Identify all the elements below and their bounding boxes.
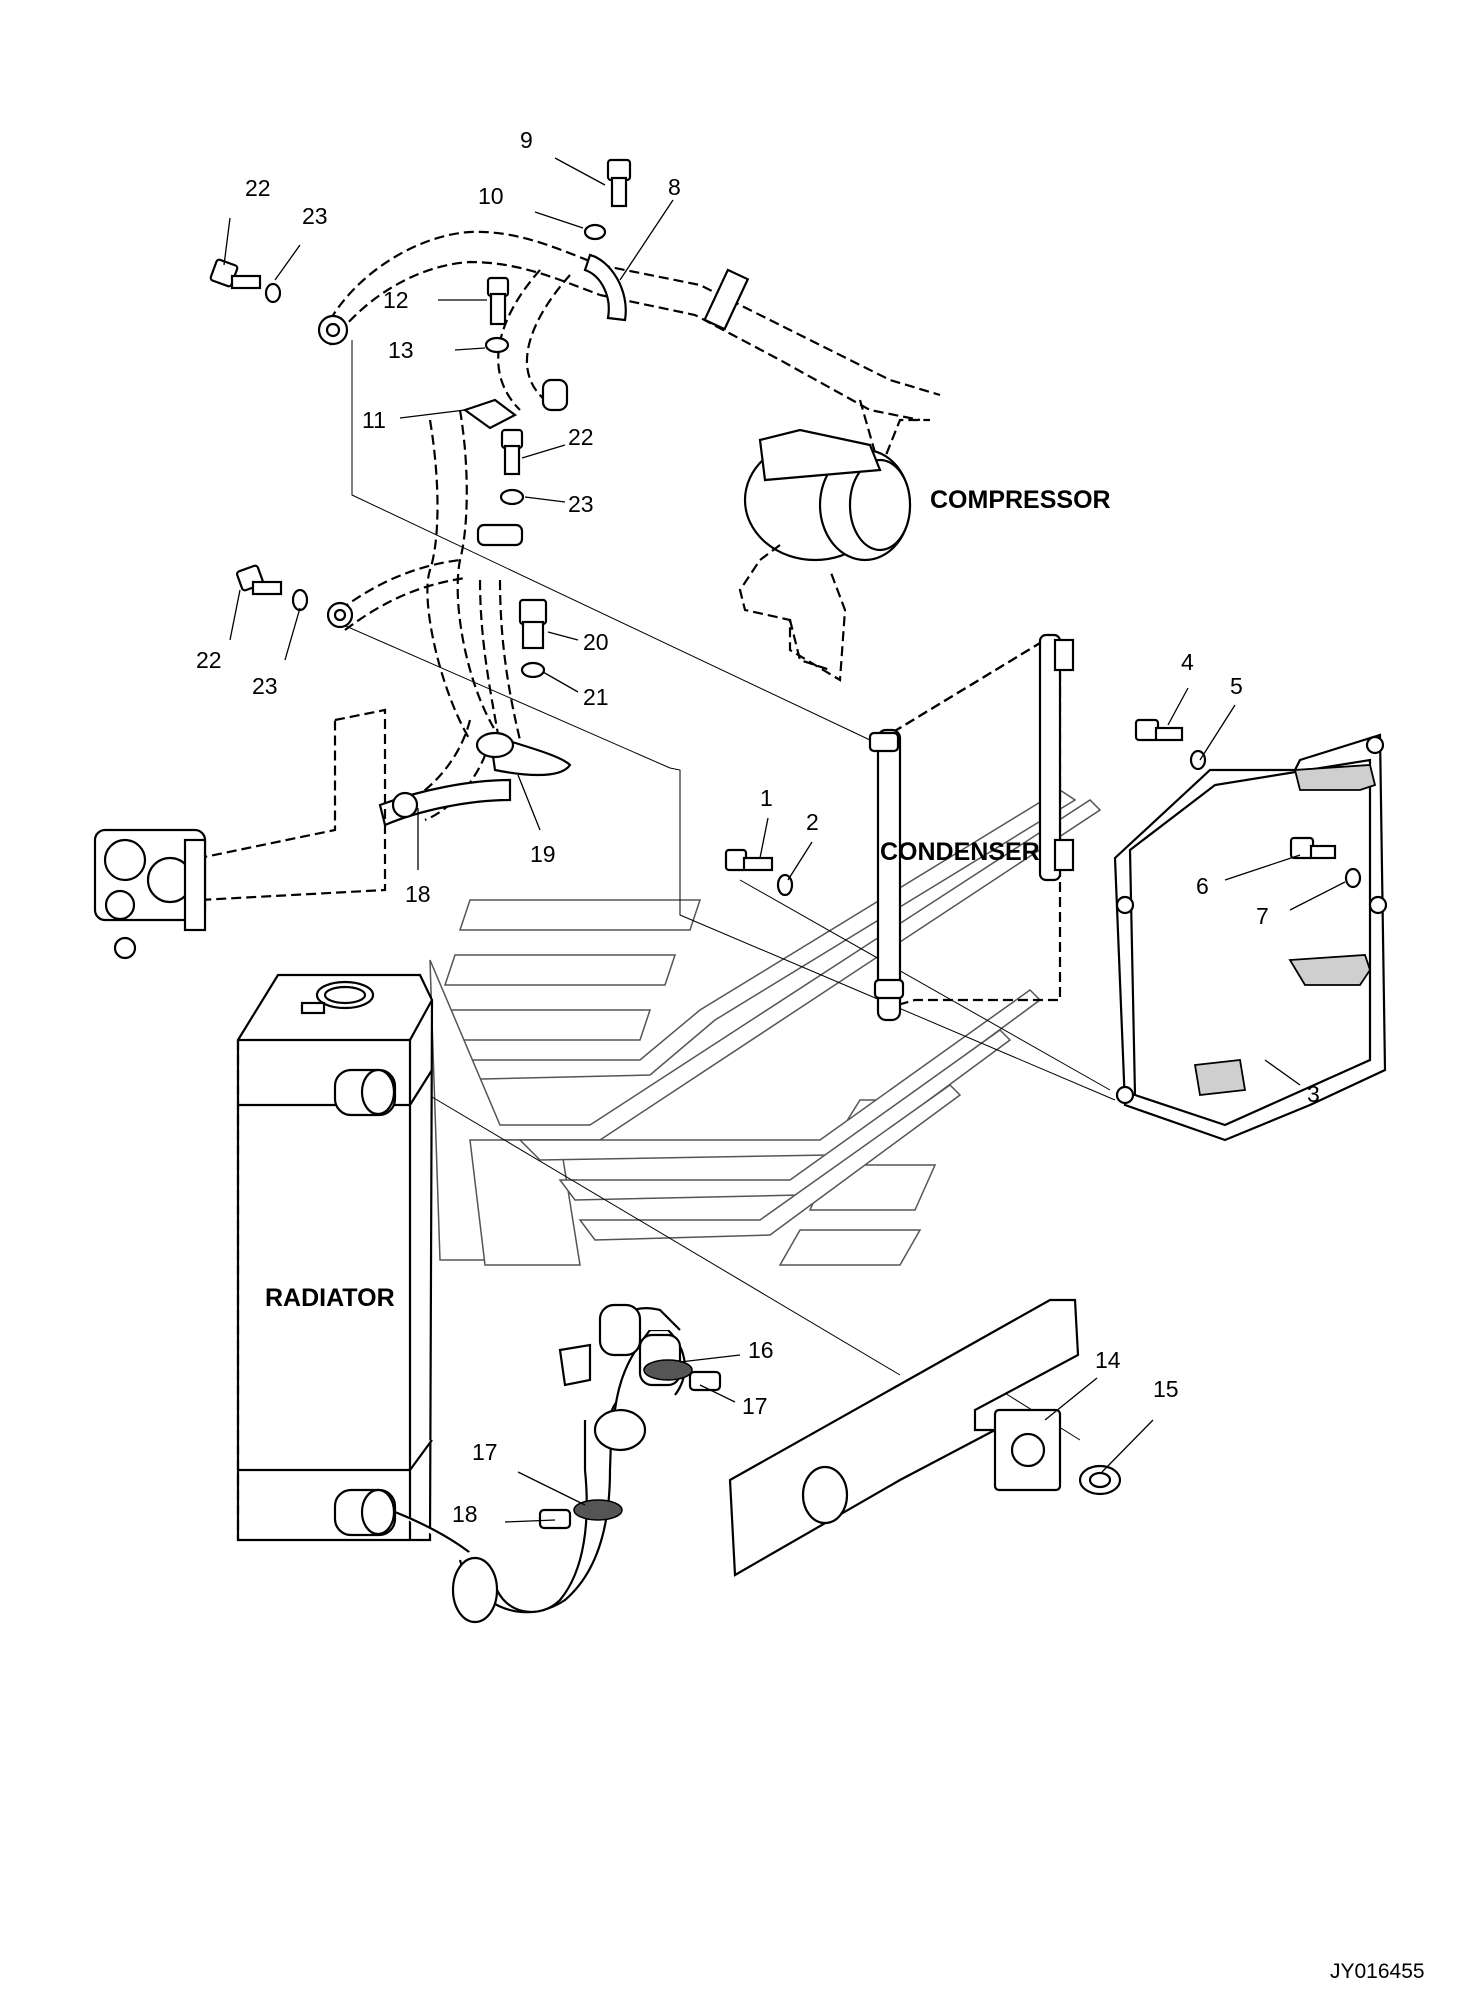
callout-6: 6 xyxy=(1196,873,1209,899)
callout-18: 18 xyxy=(452,1501,478,1527)
condenser-bracket xyxy=(1113,733,1388,1142)
heater-unit xyxy=(93,708,387,960)
callout-11: 11 xyxy=(362,407,386,433)
callout-9: 9 xyxy=(520,127,533,153)
callout-7: 7 xyxy=(1256,903,1269,929)
callout-19: 19 xyxy=(530,841,556,867)
label-condenser: CONDENSER xyxy=(880,838,1040,866)
callout-2: 2 xyxy=(806,809,819,835)
callout-4: 4 xyxy=(1181,649,1194,675)
callout-numbers: 9 10 8 22 23 12 13 11 22 23 22 23 20 21 … xyxy=(196,127,1320,1527)
callout-23: 23 xyxy=(568,491,594,517)
fasteners xyxy=(209,158,1362,897)
assembly-lines xyxy=(331,340,1116,1441)
upper-hoses xyxy=(317,230,941,422)
condenser xyxy=(868,633,1075,1022)
callout-22: 22 xyxy=(568,424,594,450)
lower-hoses xyxy=(326,409,572,827)
compressor xyxy=(738,399,930,682)
callout-leaders xyxy=(223,157,1346,1523)
callout-14: 14 xyxy=(1095,1347,1121,1373)
watermark-logo xyxy=(428,789,1102,1266)
callout-3: 3 xyxy=(1307,1081,1320,1107)
callout-22: 22 xyxy=(196,647,222,673)
callout-12: 12 xyxy=(383,287,409,313)
callout-1: 1 xyxy=(760,785,773,811)
callout-21: 21 xyxy=(583,684,609,710)
component-labels: COMPRESSOR CONDENSER RADIATOR xyxy=(265,486,1111,1312)
label-compressor: COMPRESSOR xyxy=(930,486,1111,514)
callout-8: 8 xyxy=(668,174,681,200)
callout-22: 22 xyxy=(245,175,271,201)
label-radiator: RADIATOR xyxy=(265,1284,395,1312)
callout-5: 5 xyxy=(1230,673,1243,699)
callout-20: 20 xyxy=(583,629,609,655)
callout-17: 17 xyxy=(742,1393,768,1419)
lower-bracket xyxy=(728,1298,1122,1577)
callout-13: 13 xyxy=(388,337,414,363)
callout-10: 10 xyxy=(478,183,504,209)
callout-17: 17 xyxy=(472,1439,498,1465)
callout-15: 15 xyxy=(1153,1376,1179,1402)
radiator xyxy=(236,973,434,1542)
callout-23: 23 xyxy=(302,203,328,229)
coolant-hose xyxy=(394,1303,722,1624)
callout-16: 16 xyxy=(748,1337,774,1363)
callout-23: 23 xyxy=(252,673,278,699)
callout-18: 18 xyxy=(405,881,431,907)
drawing-reference: JY016455 xyxy=(1330,1960,1425,1983)
